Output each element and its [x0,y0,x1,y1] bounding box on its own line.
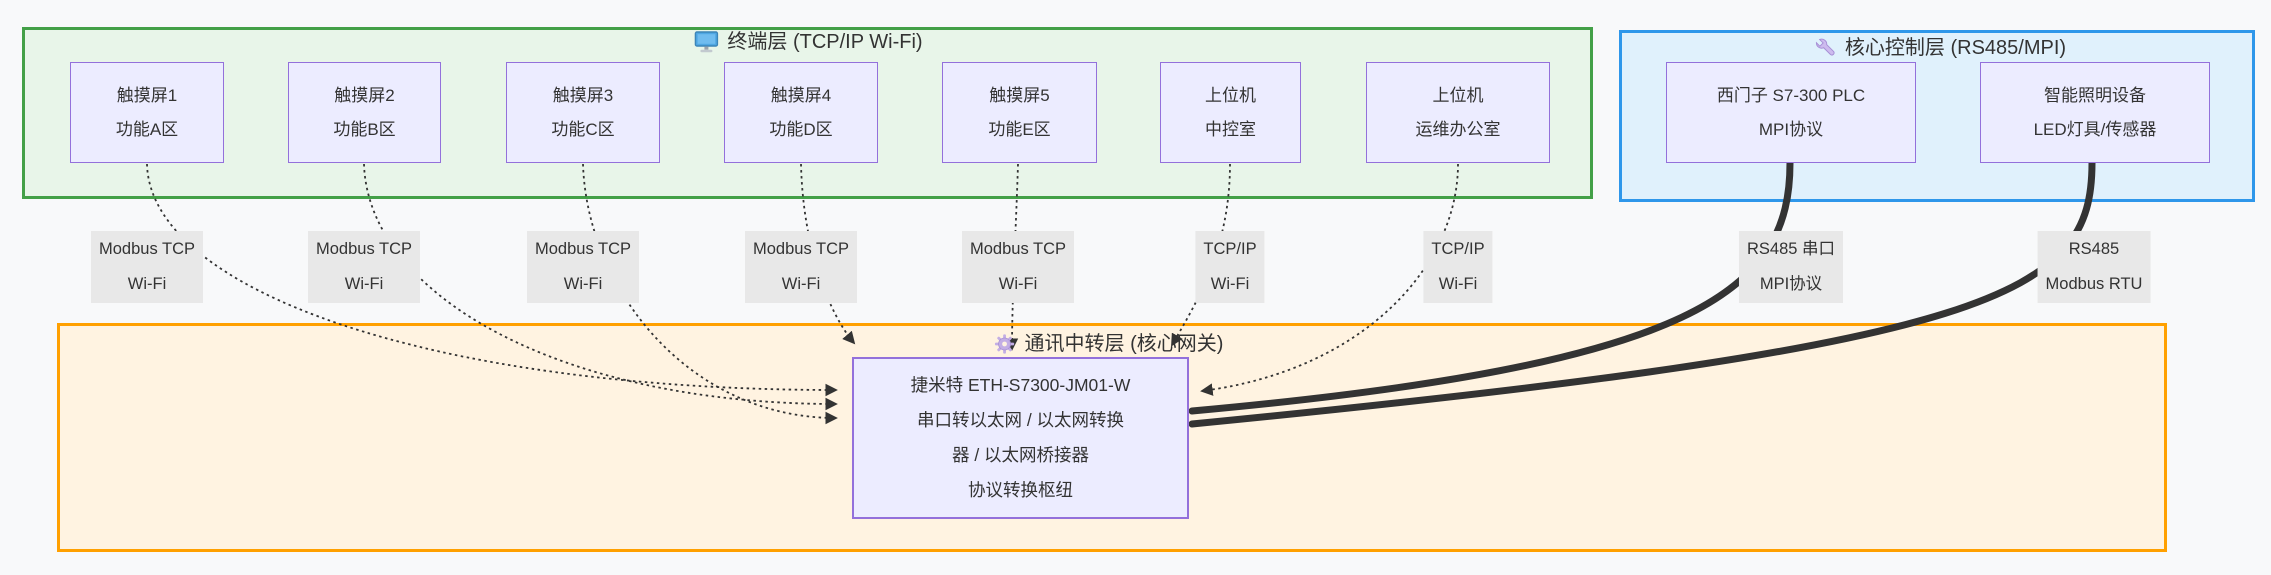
edge-label-line: RS485 [2068,240,2120,258]
edge-label-rs485-rtu: RS485 Modbus RTU [2037,231,2151,303]
node-line: 触摸屏3 [552,85,614,105]
control-layer-header: 核心控制层 (RS485/MPI) [1814,35,2066,61]
edge-label-line: RS485 串口 [1746,240,1836,258]
edge-label-tcpip-2: TCP/IP Wi-Fi [1423,231,1493,303]
edge-label-line: Wi-Fi [998,275,1038,293]
edge-label-modbus-2: Modbus TCP Wi-Fi [308,231,420,303]
relay-layer-header: 通讯中转层 (核心网关) [993,331,1224,357]
edge-label-modbus-4: Modbus TCP Wi-Fi [745,231,857,303]
edge-label-line: Wi-Fi [1438,275,1478,293]
monitor-icon [693,30,719,54]
node-line: 触摸屏1 [116,85,178,105]
device-node-lighting: 智能照明设备 LED灯具/传感器 [1980,62,2210,163]
node-line: LED灯具/传感器 [2033,119,2157,139]
node-line: 触摸屏2 [334,85,395,105]
edge-label-line: Wi-Fi [1210,275,1250,293]
node-line: 上位机 [1432,85,1484,105]
node-line: 中控室 [1205,119,1256,139]
edge-label-line: TCP/IP [1203,240,1257,258]
node-line: 功能A区 [115,119,179,139]
edge-label-modbus-5: Modbus TCP Wi-Fi [962,231,1074,303]
gateway-node: 捷米特 ETH-S7300-JM01-W 串口转以太网 / 以太网转换 器 / … [852,357,1189,519]
edge-label-line: MPI协议 [1759,275,1823,293]
relay-layer-title: 通讯中转层 (核心网关) [1024,333,1224,355]
node-line: 上位机 [1205,85,1256,105]
terminal-layer-header: 终端层 (TCP/IP Wi-Fi) [693,29,923,55]
device-node-touchscreen-5: 触摸屏5 功能E区 [942,62,1097,163]
edge-label-line: Modbus TCP [99,240,195,258]
node-line: 西门子 S7-300 PLC [1716,85,1866,105]
device-node-host-ops-office: 上位机 运维办公室 [1366,62,1550,163]
device-node-touchscreen-4: 触摸屏4 功能D区 [724,62,878,163]
device-node-touchscreen-2: 触摸屏2 功能B区 [288,62,441,163]
wrench-icon [1814,37,1837,60]
node-line: 功能C区 [551,119,615,139]
edge-label-line: Wi-Fi [781,275,821,293]
node-line: 智能照明设备 [2044,85,2146,105]
device-node-touchscreen-1: 触摸屏1 功能A区 [70,62,224,163]
node-line: 运维办公室 [1415,119,1501,139]
edge-label-line: Modbus TCP [753,240,849,258]
edge-label-line: TCP/IP [1431,240,1485,258]
terminal-layer-title: 终端层 (TCP/IP Wi-Fi) [727,31,923,53]
node-line: 功能B区 [333,119,396,139]
edge-label-line: Modbus RTU [2045,275,2143,293]
edge-label-line: Wi-Fi [127,275,167,293]
edge-label-line: Modbus TCP [316,240,412,258]
gateway-line: 器 / 以太网桥接器 [951,445,1090,465]
edge-label-tcpip-1: TCP/IP Wi-Fi [1195,231,1265,303]
device-node-touchscreen-3: 触摸屏3 功能C区 [506,62,660,163]
gear-icon [993,332,1017,356]
edge-label-line: Modbus TCP [970,240,1066,258]
gateway-line: 串口转以太网 / 以太网转换 [916,410,1125,430]
node-line: 功能D区 [769,119,833,139]
edge-label-line: Modbus TCP [535,240,631,258]
device-node-plc: 西门子 S7-300 PLC MPI协议 [1666,62,1916,163]
node-line: MPI协议 [1758,119,1824,139]
edge-label-line: Wi-Fi [563,275,603,293]
device-node-host-control-room: 上位机 中控室 [1160,62,1301,163]
edge-label-modbus-3: Modbus TCP Wi-Fi [527,231,639,303]
gateway-line: 捷米特 ETH-S7300-JM01-W [910,375,1131,395]
gateway-line: 协议转换枢纽 [968,480,1073,500]
node-line: 触摸屏4 [770,85,832,105]
control-layer-title: 核心控制层 (RS485/MPI) [1844,37,2067,59]
edge-label-line: Wi-Fi [344,275,384,293]
node-line: 功能E区 [988,119,1051,139]
edge-label-modbus-1: Modbus TCP Wi-Fi [91,231,203,303]
edge-label-rs485-mpi: RS485 串口 MPI协议 [1738,231,1844,303]
node-line: 触摸屏5 [989,85,1050,105]
